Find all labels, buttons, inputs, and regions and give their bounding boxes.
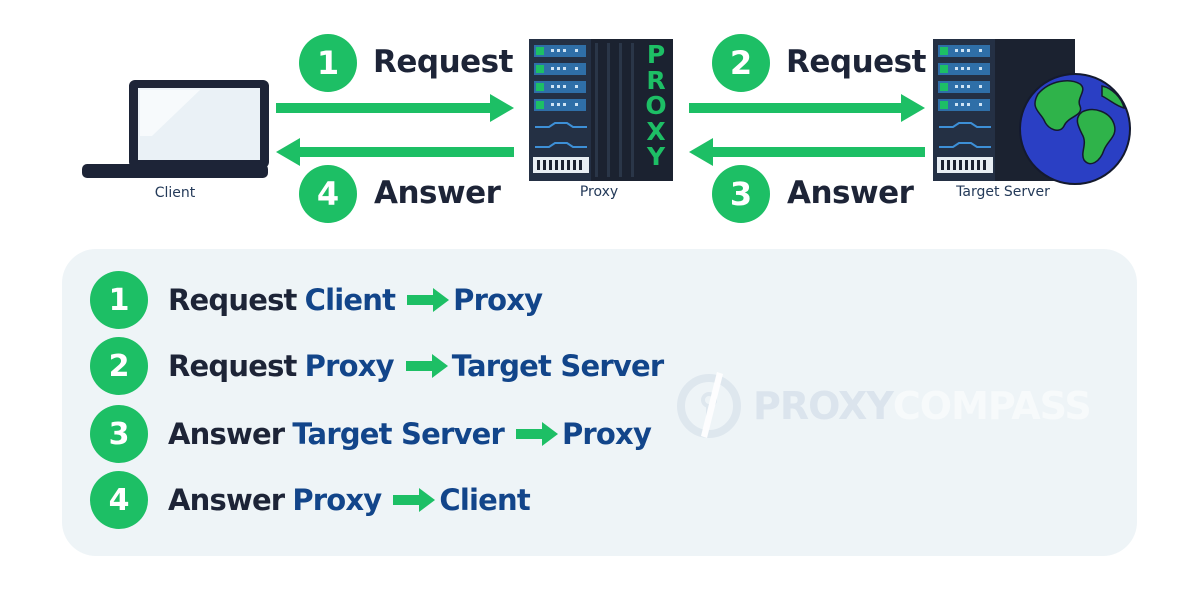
proxy-letter: R bbox=[646, 65, 666, 95]
arrow-right-icon bbox=[405, 354, 448, 378]
flow-badge-2: 2 bbox=[712, 34, 770, 92]
flow-label-3: Answer bbox=[787, 175, 914, 211]
step-badge-2: 2 bbox=[90, 337, 148, 395]
step-from: Client bbox=[304, 283, 396, 317]
step-row-2: 2 Request Proxy Target Server bbox=[90, 336, 664, 396]
step-badge-4: 4 bbox=[90, 471, 148, 529]
target-server-icon bbox=[933, 39, 1075, 181]
proxy-vertical-letters: P R O X Y bbox=[644, 42, 668, 170]
arrow-right-2 bbox=[689, 94, 925, 122]
flow-badge-4: 4 bbox=[299, 165, 357, 223]
step-action: Answer bbox=[168, 483, 285, 517]
step-from: Proxy bbox=[292, 483, 382, 517]
steps-panel: 1 Request Client Proxy 2 Request Proxy T… bbox=[62, 249, 1137, 556]
proxy-letter: Y bbox=[646, 142, 666, 171]
arrow-right-icon bbox=[515, 422, 558, 446]
target-server-label: Target Server bbox=[956, 184, 1050, 200]
step-row-4: 4 Answer Proxy Client bbox=[90, 470, 531, 530]
proxy-letter: O bbox=[645, 91, 667, 120]
proxy-letter: P bbox=[646, 40, 666, 69]
step-from: Target Server bbox=[292, 417, 504, 451]
step-to: Target Server bbox=[451, 349, 664, 383]
step-to: Client bbox=[439, 483, 530, 517]
step-action: Answer bbox=[168, 417, 285, 451]
globe-icon bbox=[1019, 73, 1131, 185]
arrow-right-icon bbox=[393, 488, 436, 512]
step-from: Proxy bbox=[304, 349, 395, 383]
proxy-letter: X bbox=[646, 116, 666, 146]
arrow-left-3 bbox=[689, 138, 925, 166]
client-label: Client bbox=[154, 185, 196, 201]
step-row-3: 3 Answer Target Server Proxy bbox=[90, 404, 652, 464]
arrow-right-1 bbox=[276, 94, 514, 122]
watermark-part2: COMPASS bbox=[892, 384, 1092, 428]
flow-label-4: Answer bbox=[374, 175, 501, 211]
step-badge-1: 1 bbox=[90, 271, 148, 329]
flow-label-1: Request bbox=[373, 44, 513, 80]
flow-badge-3: 3 bbox=[712, 165, 770, 223]
proxy-server-icon bbox=[529, 39, 673, 181]
step-to: Proxy bbox=[453, 283, 543, 317]
arrow-right-icon bbox=[407, 288, 450, 312]
step-row-1: 1 Request Client Proxy bbox=[90, 270, 543, 330]
step-badge-3: 3 bbox=[90, 405, 148, 463]
flow-label-2: Request bbox=[786, 44, 926, 80]
step-action: Request bbox=[168, 283, 297, 317]
arrow-left-4 bbox=[276, 138, 514, 166]
laptop-icon bbox=[82, 80, 269, 178]
watermark-part1: PROXY bbox=[753, 384, 894, 428]
compass-logo-icon bbox=[677, 372, 741, 438]
step-action: Request bbox=[168, 349, 297, 383]
proxy-label: Proxy bbox=[579, 184, 619, 200]
step-to: Proxy bbox=[561, 417, 652, 451]
flow-badge-1: 1 bbox=[299, 34, 357, 92]
